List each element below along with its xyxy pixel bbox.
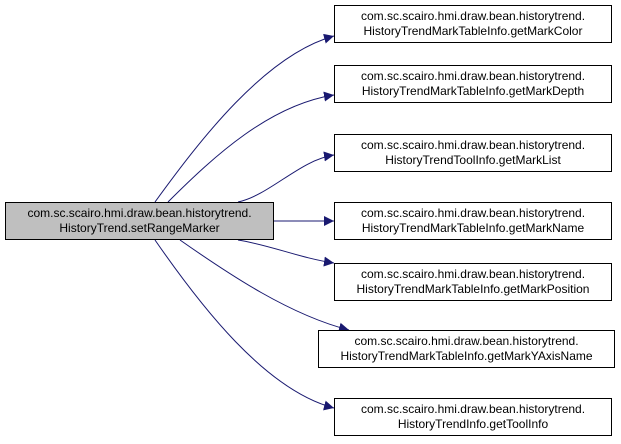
target-node-box (334, 5, 612, 43)
target-node-line2: HistoryTrendMarkTableInfo.getMarkPositio… (357, 282, 590, 296)
source-node-line1: com.sc.scairo.hmi.draw.bean.historytrend… (27, 206, 251, 220)
target-node-line2: HistoryTrendInfo.getToolInfo (398, 417, 549, 431)
target-node-line1: com.sc.scairo.hmi.draw.bean.historytrend… (361, 69, 585, 83)
target-node-box (334, 65, 612, 103)
edge-to-get-mark-color (154, 33, 335, 203)
edge-to-get-mark-list (237, 151, 335, 203)
target-node-line1: com.sc.scairo.hmi.draw.bean.historytrend… (361, 138, 585, 152)
edge-to-get-mark-y-axis-name (179, 239, 350, 333)
target-node-box (318, 330, 615, 368)
target-node-get-mark-depth[interactable]: com.sc.scairo.hmi.draw.bean.historytrend… (334, 65, 612, 103)
target-node-line1: com.sc.scairo.hmi.draw.bean.historytrend… (361, 9, 585, 23)
target-node-get-tool-info[interactable]: com.sc.scairo.hmi.draw.bean.historytrend… (334, 398, 612, 436)
target-node-line1: com.sc.scairo.hmi.draw.bean.historytrend… (361, 267, 585, 281)
target-node-get-mark-list[interactable]: com.sc.scairo.hmi.draw.bean.historytrend… (334, 134, 612, 172)
edges (154, 33, 350, 411)
target-node-line2: HistoryTrendMarkTableInfo.getMarkColor (364, 24, 583, 38)
edge-to-get-tool-info (154, 239, 335, 411)
source-node[interactable]: com.sc.scairo.hmi.draw.bean.historytrend… (5, 202, 274, 240)
source-node-box (5, 202, 274, 240)
target-node-box (334, 398, 612, 436)
target-node-box (334, 263, 612, 301)
target-node-line2: HistoryTrendMarkTableInfo.getMarkName (362, 221, 585, 235)
target-nodes: com.sc.scairo.hmi.draw.bean.historytrend… (318, 5, 615, 436)
target-node-get-mark-position[interactable]: com.sc.scairo.hmi.draw.bean.historytrend… (334, 263, 612, 301)
target-node-box (334, 134, 612, 172)
target-node-get-mark-name[interactable]: com.sc.scairo.hmi.draw.bean.historytrend… (334, 202, 612, 240)
target-node-line1: com.sc.scairo.hmi.draw.bean.historytrend… (361, 402, 585, 416)
source-node-line2: HistoryTrend.setRangeMarker (59, 221, 219, 235)
target-node-line2: HistoryTrendMarkTableInfo.getMarkYAxisNa… (340, 349, 592, 363)
target-node-box (334, 202, 612, 240)
target-node-line2: HistoryTrendToolInfo.getMarkList (385, 153, 561, 167)
target-node-line1: com.sc.scairo.hmi.draw.bean.historytrend… (361, 206, 585, 220)
target-node-get-mark-color[interactable]: com.sc.scairo.hmi.draw.bean.historytrend… (334, 5, 612, 43)
target-node-line2: HistoryTrendMarkTableInfo.getMarkDepth (362, 84, 584, 98)
target-node-line1: com.sc.scairo.hmi.draw.bean.historytrend… (354, 334, 578, 348)
edge-to-get-mark-depth (167, 91, 335, 203)
target-node-get-mark-y-axis-name[interactable]: com.sc.scairo.hmi.draw.bean.historytrend… (318, 330, 615, 368)
edge-to-get-mark-position (237, 239, 335, 267)
